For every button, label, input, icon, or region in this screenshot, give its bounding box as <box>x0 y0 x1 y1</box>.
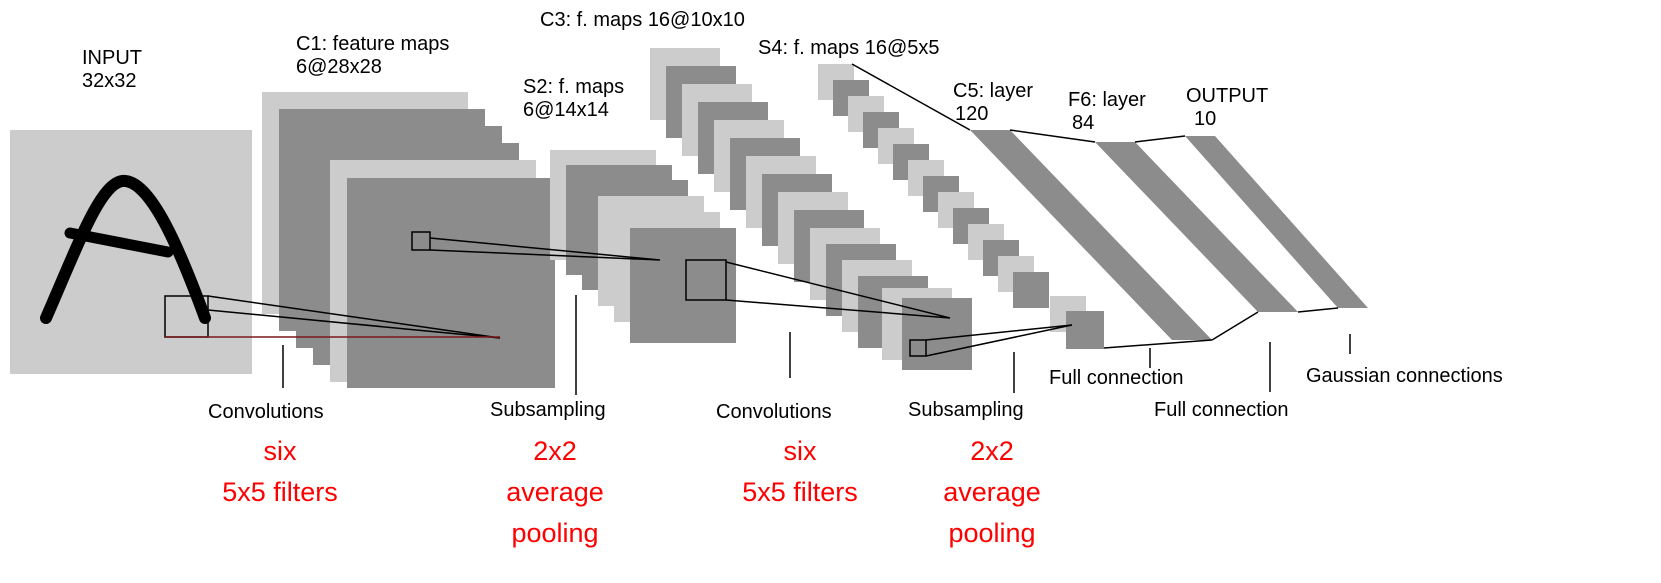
f6-connection-top <box>1134 135 1186 143</box>
s2-label: S2: f. maps <box>523 76 624 98</box>
input-image <box>10 130 252 374</box>
s2-size: 6@14x14 <box>523 99 609 121</box>
op-label-pool1: Subsampling <box>490 399 606 421</box>
c3-feature-maps <box>650 48 972 370</box>
conv1-connection-lines <box>207 295 501 339</box>
annotation-conv1-line2: 5x5 filters <box>222 477 338 507</box>
c5-connection-top <box>1009 129 1096 143</box>
s2-map <box>630 228 736 343</box>
handwritten-a-crossbar <box>64 227 174 258</box>
s4-label: S4: f. maps 16@5x5 <box>758 37 940 59</box>
c1-map <box>347 178 555 388</box>
op-label-gauss: Gaussian connections <box>1306 365 1503 387</box>
pool2-connection-lines <box>925 324 1073 357</box>
c5-layer <box>970 130 1212 340</box>
f6-layer <box>1095 142 1298 312</box>
output-layer <box>1185 136 1368 308</box>
c1-label: C1: feature maps <box>296 33 449 55</box>
s2-receptive-field <box>685 259 727 301</box>
annotation-conv1-line1: six <box>264 436 297 466</box>
input-size: 32x32 <box>82 70 137 92</box>
output-connection-bottom <box>1297 307 1339 313</box>
op-label-full2: Full connection <box>1154 399 1289 421</box>
c1-feature-maps <box>262 92 555 388</box>
annotation-pool1-line3: pooling <box>511 518 598 548</box>
op-label-pool2: Subsampling <box>908 399 1024 421</box>
output-size: 10 <box>1194 108 1216 130</box>
operation-ticks <box>282 295 1351 395</box>
annotation-pool2-line2: average <box>943 477 1041 507</box>
annotation-conv2-line2: 5x5 filters <box>742 477 858 507</box>
pool1-connection-lines <box>429 237 661 261</box>
op-label-conv2: Convolutions <box>716 401 832 423</box>
output-label: OUTPUT <box>1186 85 1268 107</box>
c1-receptive-field <box>411 231 431 251</box>
c3-label: C3: f. maps 16@10x10 <box>540 9 745 31</box>
conv2-connection-lines <box>725 261 951 319</box>
op-label-conv1: Convolutions <box>208 401 324 423</box>
s4-feature-maps <box>818 64 1104 349</box>
s4-map <box>1013 272 1049 308</box>
s4-map <box>1066 311 1104 349</box>
f6-connection-bottom <box>1211 311 1259 341</box>
annotation-pool1-line1: 2x2 <box>533 436 577 466</box>
annotation-pool2-line1: 2x2 <box>970 436 1014 466</box>
f6-label: F6: layer <box>1068 89 1146 111</box>
s2-feature-maps <box>550 150 736 343</box>
input-label: INPUT <box>82 47 142 69</box>
c3-map <box>902 298 972 370</box>
handwritten-a-glyph <box>40 175 211 324</box>
annotation-pool2-line3: pooling <box>948 518 1035 548</box>
s4-top-edge-line <box>851 63 971 131</box>
annotation-pool1-line2: average <box>506 477 604 507</box>
f6-size: 84 <box>1072 112 1094 134</box>
op-label-full1: Full connection <box>1049 367 1184 389</box>
c1-size: 6@28x28 <box>296 56 382 78</box>
c5-label: C5: layer <box>953 80 1033 102</box>
annotation-conv2-line1: six <box>784 436 817 466</box>
c5-size: 120 <box>955 103 988 125</box>
c3-receptive-field <box>909 339 927 357</box>
c5-connection-bottom <box>1103 339 1213 349</box>
